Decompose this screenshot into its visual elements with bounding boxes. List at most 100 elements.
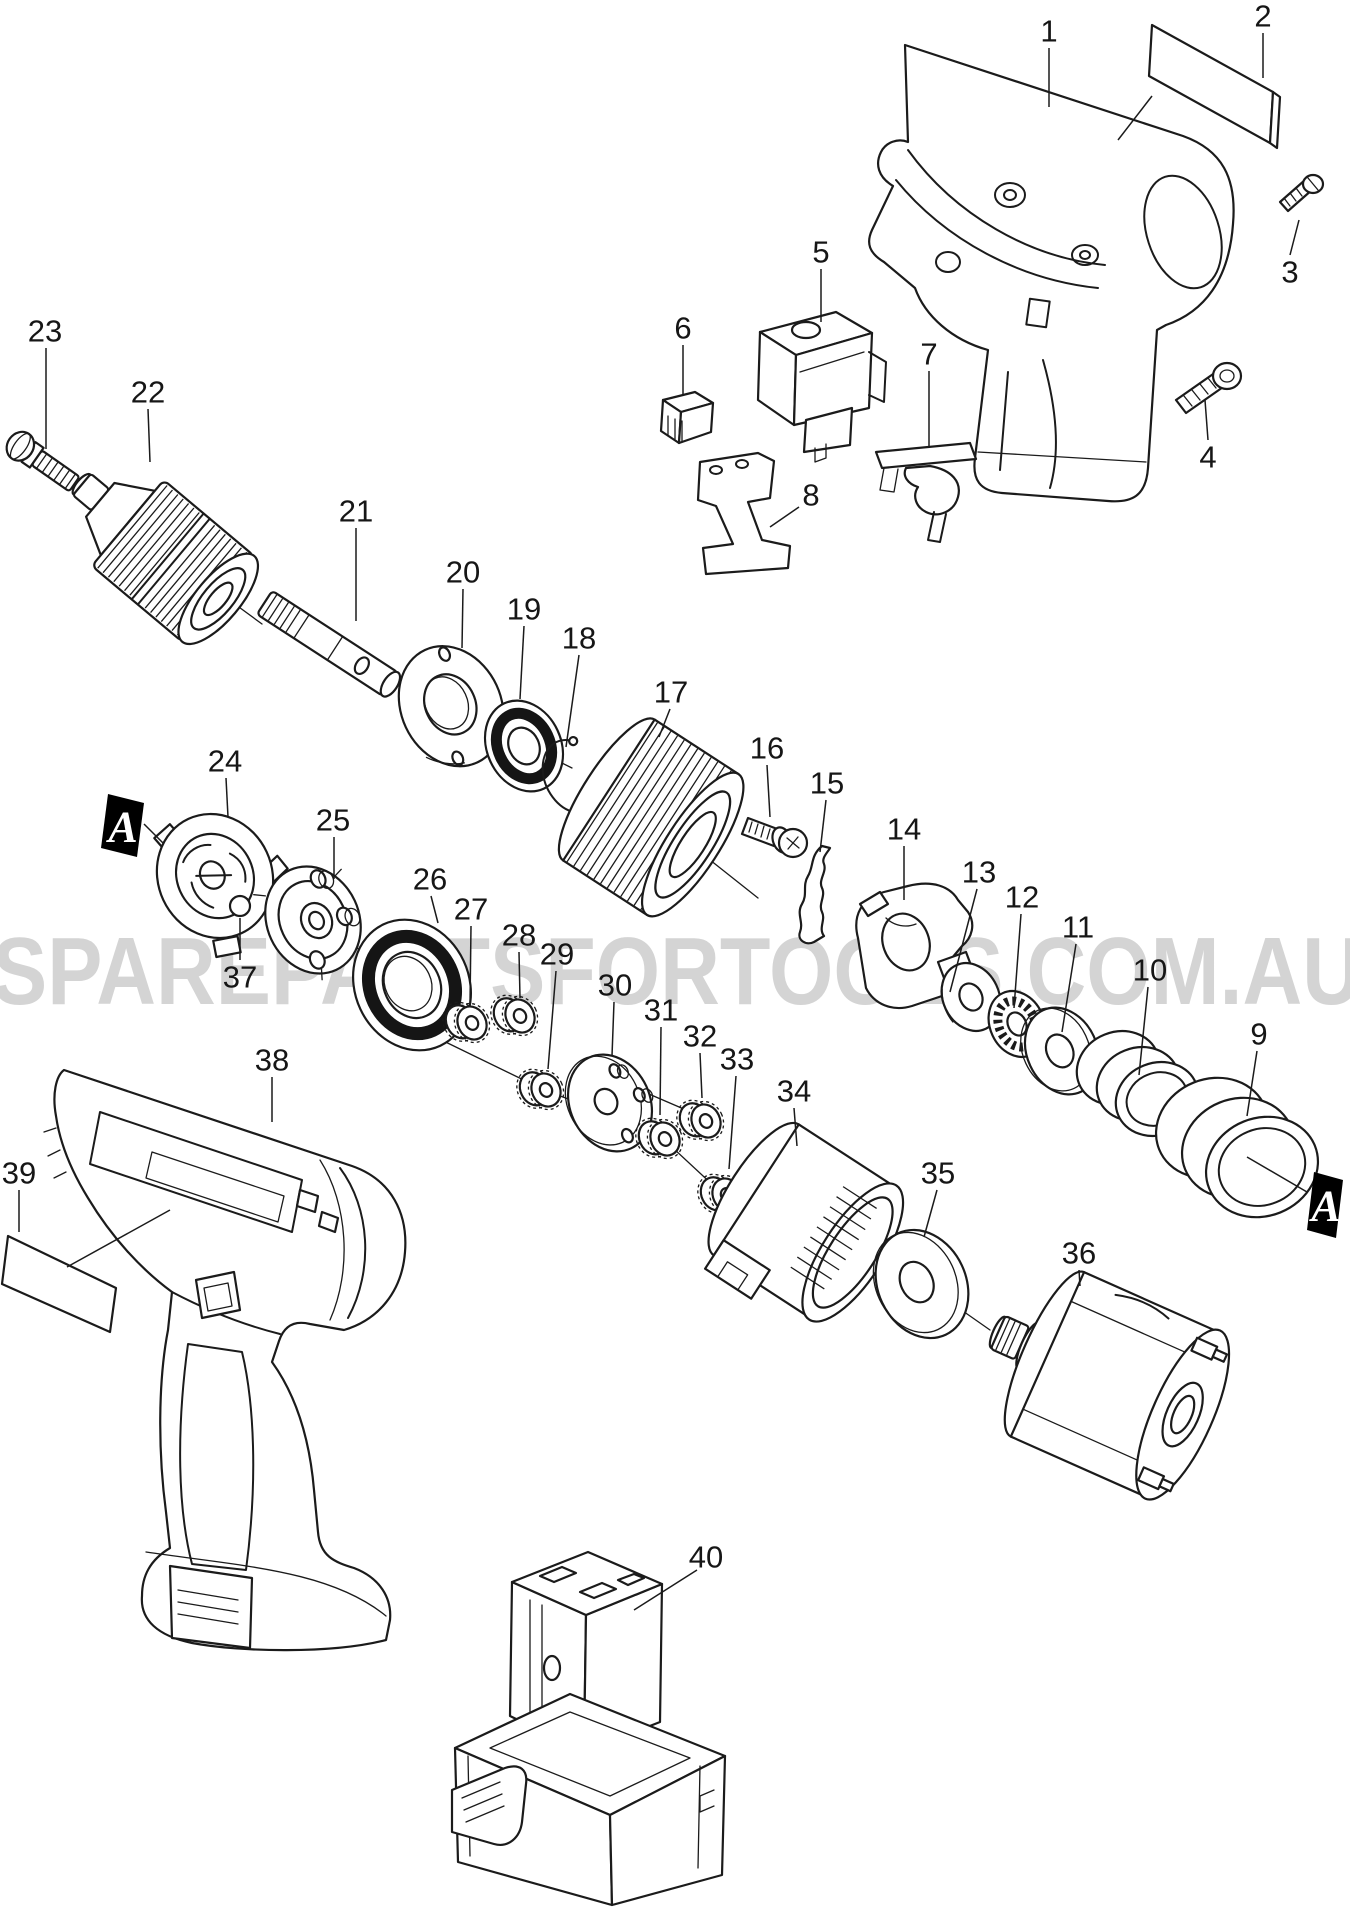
leader-line-3: [1289, 219, 1300, 256]
part-label-19: 19: [507, 592, 541, 627]
part-37-steel-ball: [228, 894, 252, 918]
part-label-5: 5: [812, 235, 829, 270]
part-21-spindle: [257, 591, 402, 698]
part-label-15: 15: [810, 766, 844, 801]
part-label-26: 26: [413, 862, 447, 897]
part-label-38: 38: [255, 1043, 289, 1078]
view-marker-box-1: [101, 794, 144, 857]
leader-line-19: [519, 625, 525, 700]
part-34-gear-housing: [703, 1121, 905, 1323]
leader-line-34: [793, 1107, 798, 1147]
leader-line-17: [658, 708, 671, 738]
leader-line-15: [819, 799, 827, 853]
leader-line-20: [461, 588, 464, 649]
part-1-housing-half: [868, 43, 1235, 503]
part-17-ring-gear: [557, 717, 745, 918]
leader-line-29: [547, 970, 557, 1070]
part-26-ball-bearing: [351, 918, 473, 1052]
part-8-switch-bracket: [696, 451, 792, 576]
part-29-planet-gear: [516, 1068, 565, 1111]
leader-line-8: [769, 506, 800, 528]
part-label-24: 24: [208, 744, 242, 779]
leader-line-31: [659, 1026, 662, 1116]
part-label-35: 35: [921, 1156, 955, 1191]
part-label-22: 22: [131, 375, 165, 410]
part-label-7: 7: [920, 337, 937, 372]
part-label-16: 16: [750, 731, 784, 766]
part-label-6: 6: [674, 311, 691, 346]
leader-line-2: [1117, 95, 1153, 141]
part-label-31: 31: [644, 993, 678, 1028]
part-6-terminal-block: [659, 390, 715, 445]
marker-leader-2: [1246, 1156, 1308, 1193]
leader-line-13: [949, 888, 978, 993]
part-label-2: 2: [1254, 0, 1271, 34]
part-label-18: 18: [562, 621, 596, 656]
part-28-planet-gear: [490, 994, 539, 1037]
part-15-spring-clip: [798, 844, 832, 945]
part-label-36: 36: [1062, 1236, 1096, 1271]
part-38-handle-housing: [43, 1068, 407, 1652]
part-label-29: 29: [540, 937, 574, 972]
part-27-planet-gear: [442, 1001, 491, 1044]
marker-leader-1: [143, 823, 164, 844]
part-label-8: 8: [802, 478, 819, 513]
leader-line-10: [1138, 986, 1149, 1076]
part-label-30: 30: [598, 968, 632, 1003]
leader-line-40: [633, 1569, 698, 1611]
part-label-21: 21: [339, 494, 373, 529]
part-label-10: 10: [1133, 953, 1167, 988]
part-label-1: 1: [1040, 14, 1057, 49]
leader-line-27: [469, 925, 472, 1006]
part-32-planet-gear: [676, 1099, 725, 1142]
leader-line-12: [1013, 913, 1022, 1009]
leader-line-39: [66, 1209, 171, 1268]
part-7-change-lever: [874, 441, 978, 543]
part-9-coil-spring: [1154, 1076, 1320, 1219]
part-label-17: 17: [654, 675, 688, 710]
leader-line-35: [923, 1189, 938, 1238]
part-label-34: 34: [777, 1074, 811, 1109]
part-5-switch: [756, 310, 887, 463]
part-31-planet-gear: [635, 1117, 684, 1160]
part-label-37: 37: [223, 960, 257, 995]
part-label-25: 25: [316, 803, 350, 838]
leader-line-28: [518, 951, 521, 999]
part-label-9: 9: [1250, 1017, 1267, 1052]
part-label-11: 11: [1062, 910, 1094, 945]
leader-line-33: [728, 1075, 737, 1170]
leader-line-26: [430, 895, 439, 924]
view-marker-letter-2: A: [1308, 1182, 1340, 1231]
leader-line-22: [147, 408, 151, 463]
leader-line-32: [699, 1052, 703, 1099]
part-label-33: 33: [720, 1042, 754, 1077]
part-label-13: 13: [962, 855, 996, 890]
leader-line-24: [225, 777, 229, 818]
part-label-28: 28: [502, 918, 536, 953]
leader-line-4: [1204, 399, 1209, 441]
part-40-battery: [450, 1550, 727, 1907]
leader-line-16: [766, 764, 771, 818]
part-label-14: 14: [887, 812, 921, 847]
part-label-4: 4: [1199, 440, 1216, 475]
part-25-planet-carrier: [253, 865, 362, 981]
part-39-name-plate: [0, 1234, 118, 1334]
leader-line-9: [1246, 1050, 1258, 1117]
part-label-39: 39: [2, 1156, 36, 1191]
part-label-20: 20: [446, 555, 480, 590]
part-36-motor: [988, 1270, 1231, 1501]
view-marker-box-2: [1307, 1172, 1343, 1238]
leader-line-36: [1078, 1269, 1081, 1287]
part-label-40: 40: [689, 1540, 723, 1575]
part-35-flat-washer: [872, 1228, 970, 1340]
part-23-chuck-screw: [5, 430, 80, 492]
part-label-3: 3: [1281, 255, 1298, 290]
part-3-screw: [1278, 173, 1325, 213]
part-20-bearing-retainer: [397, 645, 505, 768]
leader-line-18: [565, 654, 580, 748]
part-label-32: 32: [683, 1019, 717, 1054]
part-label-27: 27: [454, 892, 488, 927]
